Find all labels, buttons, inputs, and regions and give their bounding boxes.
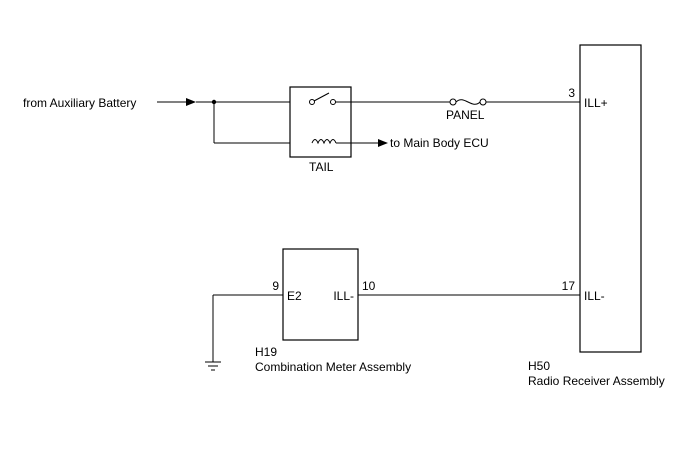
relay-output-label: to Main Body ECU (390, 136, 489, 150)
radio-name: Radio Receiver Assembly (528, 374, 665, 388)
relay-coil-icon (311, 139, 337, 145)
fuse-name: PANEL (446, 108, 485, 122)
fuse-icon (455, 99, 481, 105)
meter-pin-9-label: E2 (287, 289, 302, 303)
radio-pin-3-label: ILL+ (584, 96, 608, 110)
source-arrow (186, 98, 196, 106)
switch-contact-left (309, 99, 315, 105)
tail-relay-box (289, 86, 352, 158)
fuse-terminal-left (449, 98, 457, 106)
ecu-arrow (378, 139, 388, 147)
meter-pin-10-label: ILL- (333, 289, 354, 303)
radio-code: H50 (528, 359, 550, 373)
radio-pin-3-number: 3 (568, 86, 575, 100)
fuse-terminal-right (479, 98, 487, 106)
meter-pin-9-number: 9 (272, 279, 279, 293)
panel-fuse (449, 98, 487, 106)
source-label: from Auxiliary Battery (23, 96, 136, 110)
tail-relay (289, 86, 352, 158)
switch-blade (313, 92, 330, 102)
meter-pin-10-number: 10 (362, 279, 376, 293)
meter-name: Combination Meter Assembly (255, 360, 411, 374)
radio-pin-17-number: 17 (562, 279, 576, 293)
meter-code: H19 (255, 345, 277, 359)
ground-icon (205, 361, 221, 371)
relay-name: TAIL (309, 160, 334, 174)
switch-contact-right (330, 99, 336, 105)
radio-pin-17-label: ILL- (584, 289, 605, 303)
radio-receiver-box (579, 44, 642, 353)
